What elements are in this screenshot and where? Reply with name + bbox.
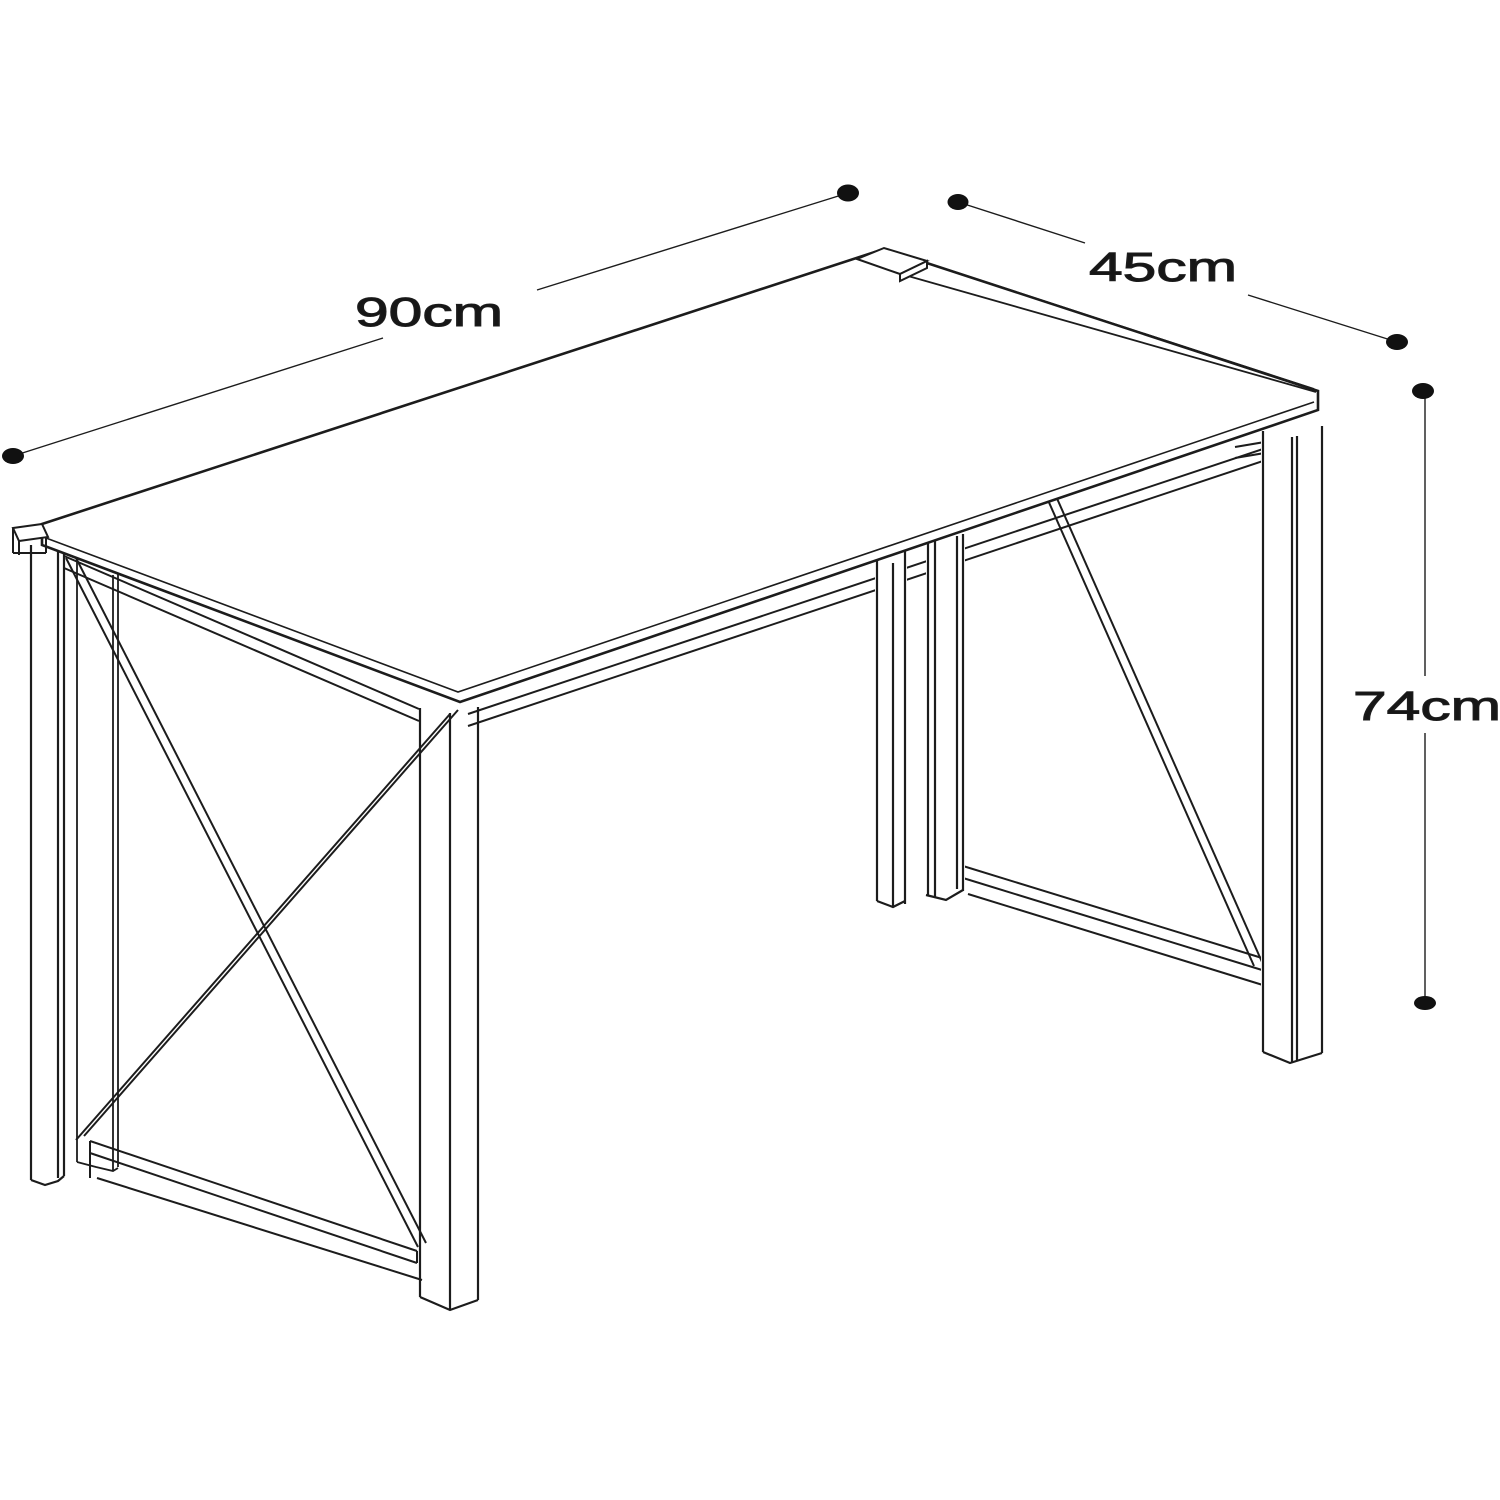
width-dimension-label: 90cm bbox=[355, 289, 503, 335]
depth-dimension-label: 45cm bbox=[1089, 244, 1237, 290]
rear-right-leg bbox=[875, 532, 965, 909]
desktop-slab bbox=[40, 247, 1320, 704]
dimension-endpoint-dot bbox=[947, 194, 969, 210]
dimension-endpoint-dot bbox=[1414, 996, 1436, 1010]
rear-right-corner-bracket bbox=[854, 246, 930, 283]
height-dimension-label: 74cm bbox=[1353, 683, 1500, 729]
front-left-leg bbox=[418, 707, 480, 1312]
dimension-depth-45cm: 45cm bbox=[947, 194, 1408, 350]
front-right-leg bbox=[1261, 419, 1324, 1065]
rear-left-leg bbox=[29, 538, 119, 1187]
dimension-endpoint-dot bbox=[2, 448, 24, 464]
left-panel-x-brace bbox=[65, 553, 459, 1248]
dimension-endpoint-dot bbox=[837, 184, 859, 202]
dimension-endpoint-dot bbox=[1412, 383, 1434, 399]
dimension-height-74cm: 74cm bbox=[1353, 383, 1500, 1010]
left-top-rail bbox=[63, 555, 420, 722]
dimension-endpoint-dot bbox=[1386, 334, 1408, 350]
rear-left-corner-bracket bbox=[11, 522, 50, 555]
left-bottom-rail bbox=[89, 1140, 423, 1281]
right-bottom-rail bbox=[962, 865, 1267, 987]
dimension-width-90cm: 90cm bbox=[2, 184, 859, 464]
